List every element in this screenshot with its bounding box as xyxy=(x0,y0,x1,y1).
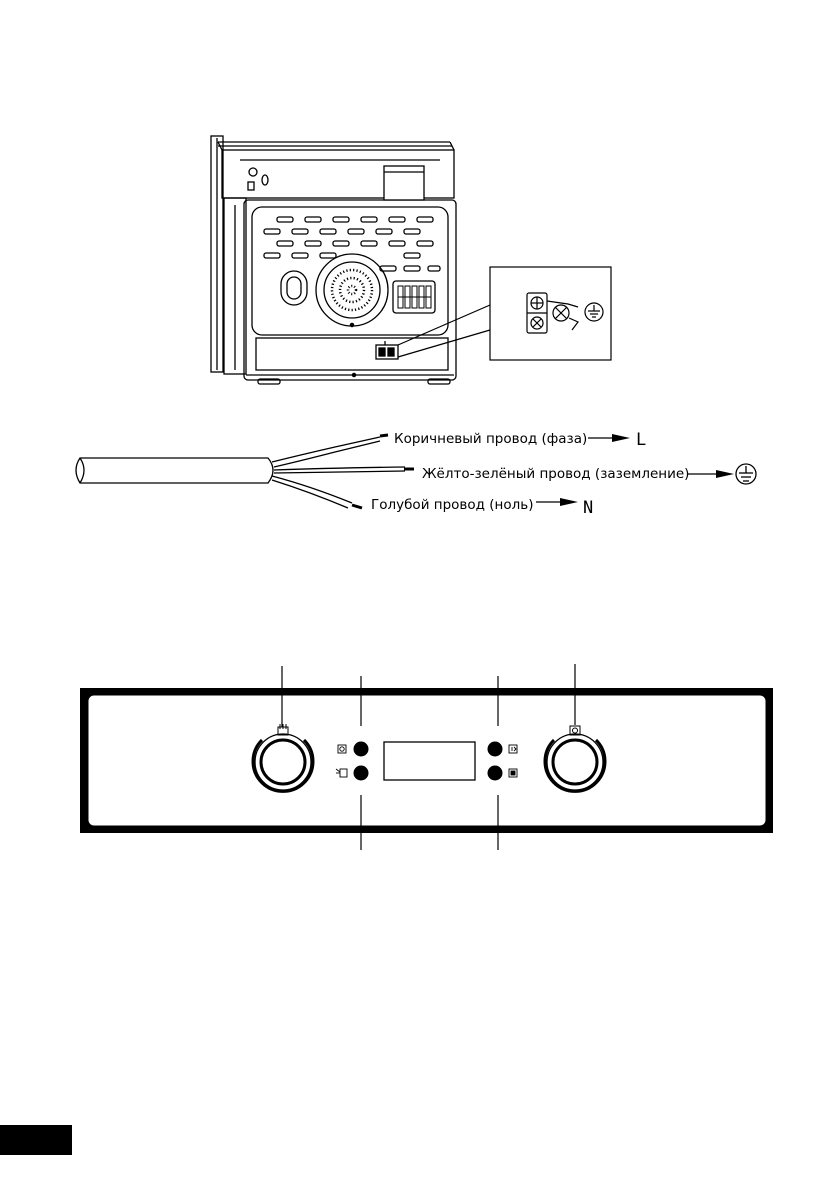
oven-front-frame xyxy=(210,135,224,373)
temperature-icon xyxy=(569,725,581,736)
control-panel xyxy=(80,664,773,850)
terminal-n-label: N xyxy=(583,498,593,518)
blue-wire-label: Голубой провод (ноль) xyxy=(371,497,533,513)
ground-wire-label: Жёлто-зелёный провод (заземление) xyxy=(422,466,689,482)
oven-top-housing xyxy=(221,149,455,199)
ground-icon xyxy=(735,463,757,485)
mode-selector-knob[interactable] xyxy=(251,733,315,793)
zoom-frame xyxy=(489,266,612,361)
stop-button[interactable] xyxy=(487,765,503,781)
temperature-knob[interactable] xyxy=(543,733,607,793)
power-cable xyxy=(75,433,414,510)
oven-back-plate xyxy=(251,206,449,336)
brown-wire xyxy=(271,436,381,463)
junction-box xyxy=(383,165,425,201)
brown-wire-label: Коричневый провод (фаза) xyxy=(394,431,587,447)
ground-icon xyxy=(584,302,604,322)
ground-wire xyxy=(273,466,406,471)
timer-button[interactable] xyxy=(353,765,369,781)
oven-rear-panel xyxy=(243,199,457,381)
terminal-zoom-callout xyxy=(397,266,612,361)
blue-wire xyxy=(271,475,353,504)
page-marker-tab xyxy=(0,1125,72,1155)
display-screen xyxy=(383,741,476,781)
stop-icon xyxy=(508,768,518,778)
vent-slots xyxy=(263,216,441,272)
forward-button[interactable] xyxy=(487,741,503,757)
timer-icon xyxy=(335,768,348,778)
clock-icon xyxy=(337,744,347,754)
forward-icon xyxy=(508,744,518,754)
clock-button[interactable] xyxy=(353,741,369,757)
lamp-cover xyxy=(280,270,308,306)
oven-rear-view xyxy=(210,135,457,385)
terminal-l-label: L xyxy=(636,430,646,450)
cable-sheath xyxy=(75,457,274,484)
oven-mode-icon xyxy=(277,724,289,736)
fan-cover xyxy=(315,253,389,327)
vent-grille xyxy=(392,280,436,314)
